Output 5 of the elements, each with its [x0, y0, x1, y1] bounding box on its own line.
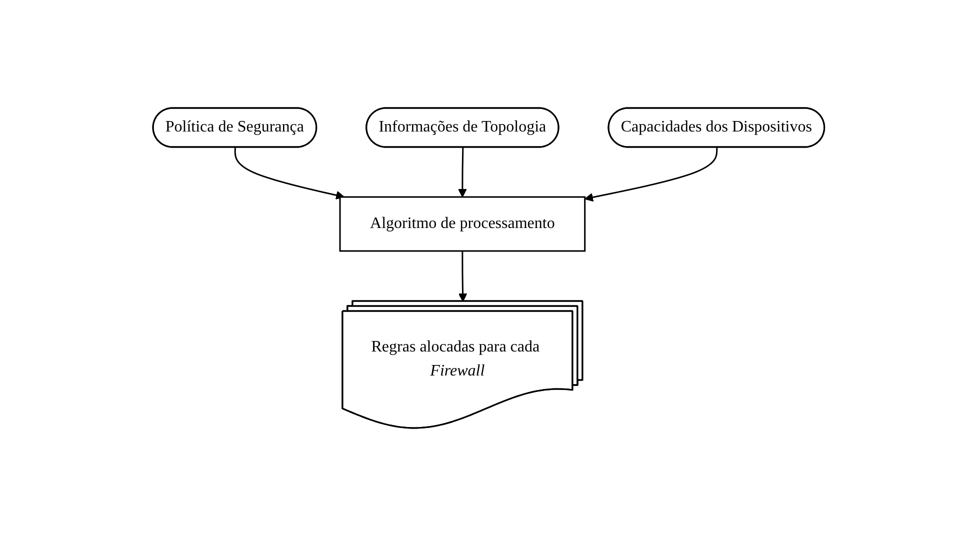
node-box: Algoritmo de processamento [340, 196, 586, 252]
arrow [458, 250, 468, 302]
arrow [584, 147, 718, 202]
arrow [458, 147, 468, 197]
arrow [234, 147, 345, 200]
